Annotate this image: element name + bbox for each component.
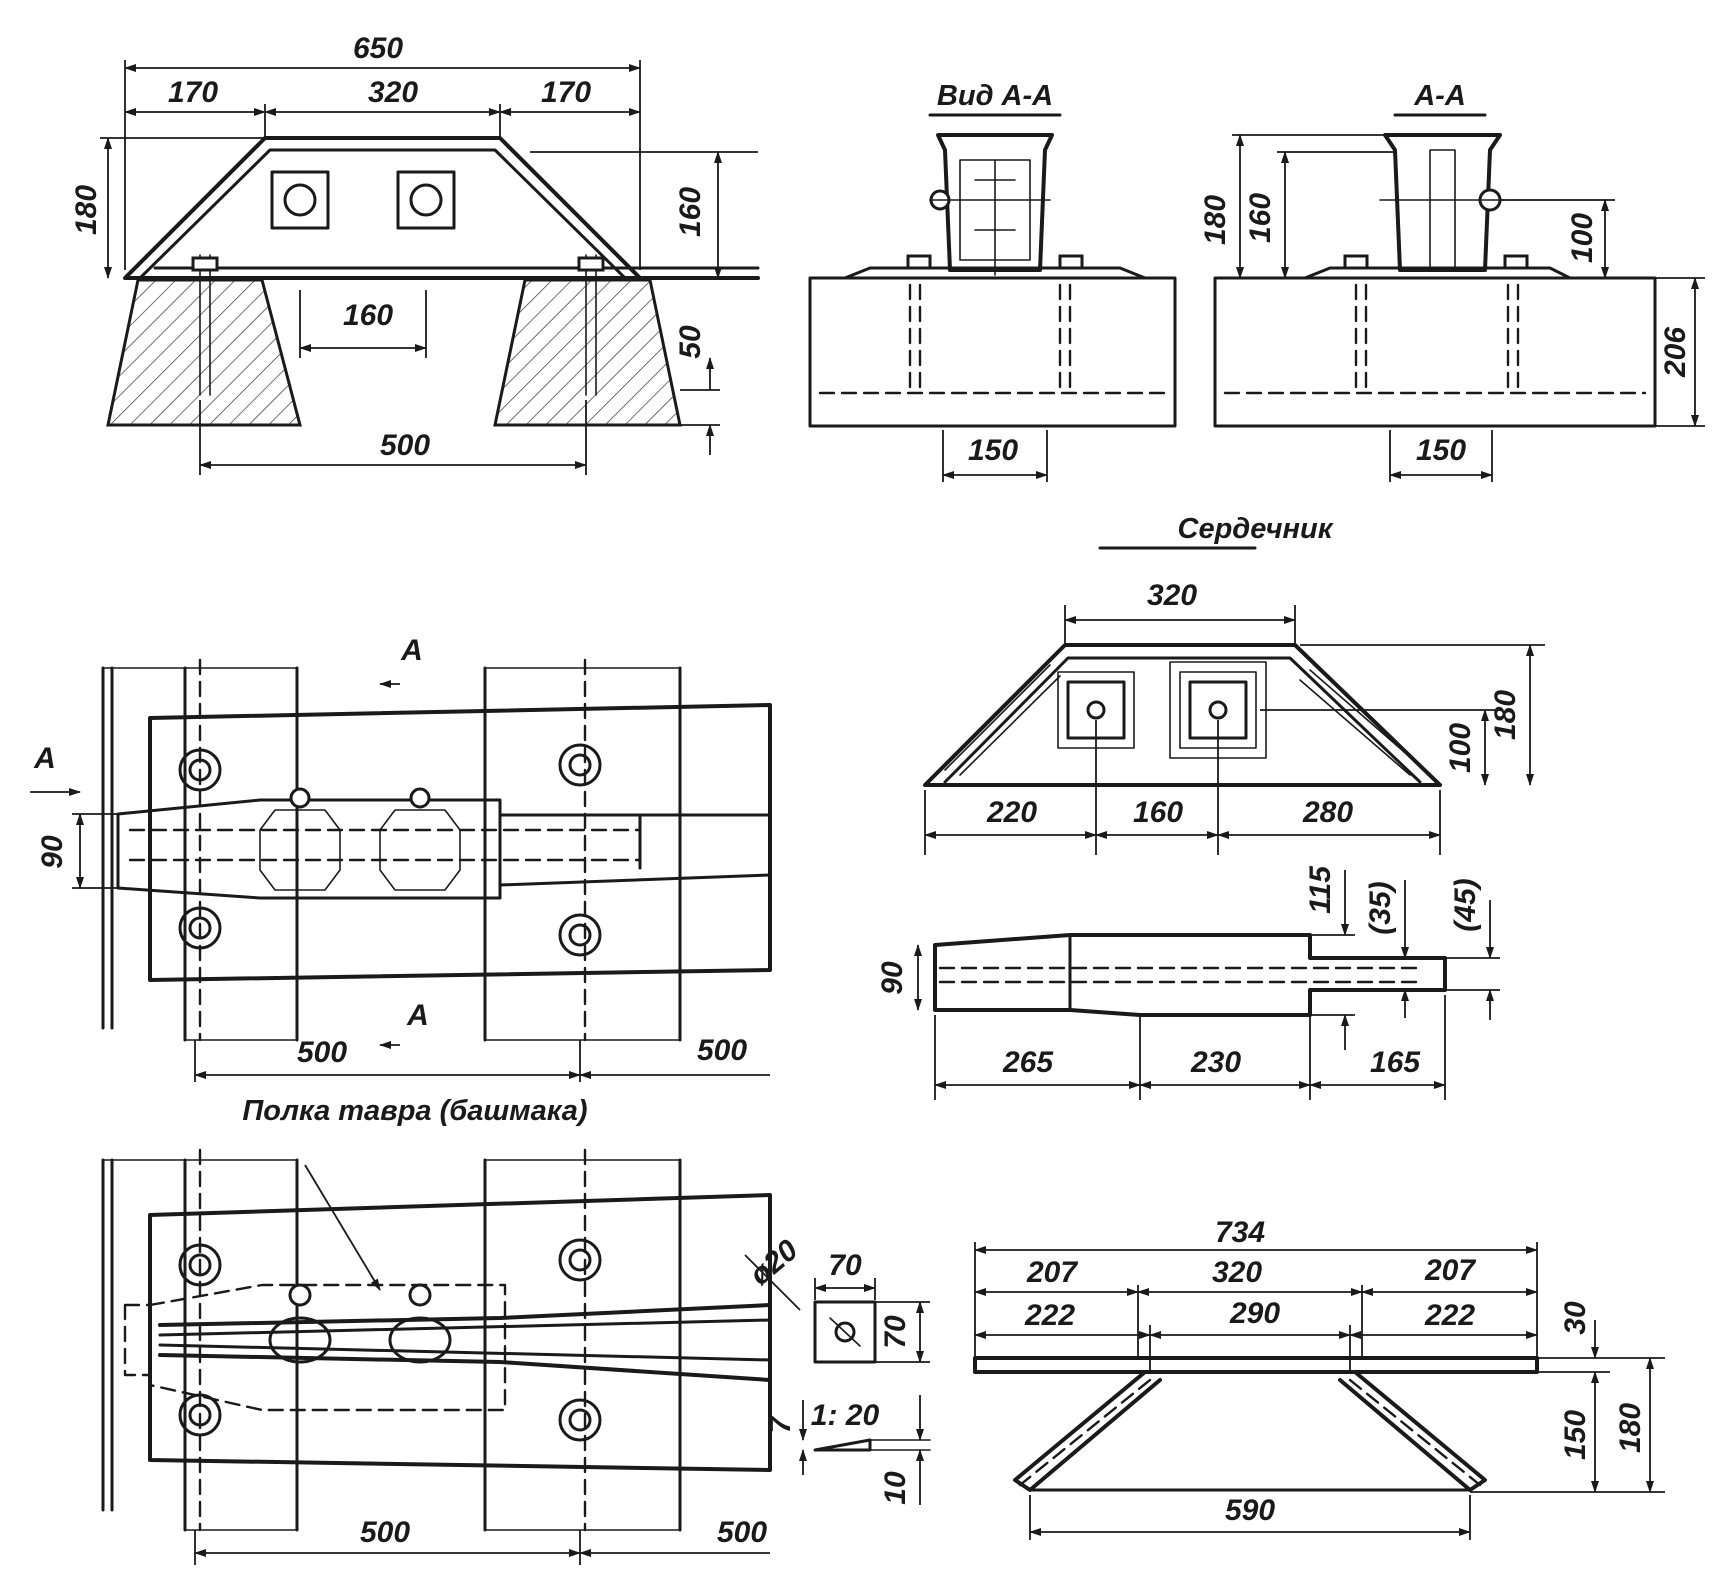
dim-core-45: (45): [1449, 878, 1482, 931]
tee-flange: [973, 1356, 1539, 1374]
dim-tee-590: 590: [1225, 1494, 1275, 1527]
dim-170-left: 170: [168, 76, 218, 109]
frog-section-body: [1383, 133, 1502, 272]
dim-500-plan2-right: 500: [717, 1516, 767, 1549]
dim-tee-222-right: 222: [1424, 1299, 1475, 1332]
dim-core-115: 115: [1304, 865, 1337, 914]
frog-body: [936, 133, 1054, 272]
dim-core-100: 100: [1444, 723, 1477, 773]
bolt-hole-right: [409, 183, 443, 217]
dim-core-35: (35): [1364, 881, 1397, 934]
tee-leg-left: [1013, 1370, 1162, 1492]
frog-inner-line: [138, 148, 627, 280]
section-a-left: А: [33, 742, 56, 775]
dim-tee-207-right: 207: [1424, 1254, 1476, 1287]
sleeper-block-section: [1213, 276, 1657, 428]
sleeper-right: [493, 278, 682, 427]
tee-flange-title: Полка тавра (башмака): [242, 1095, 587, 1127]
dim-320: 320: [368, 76, 418, 109]
dim-90-plan: 90: [36, 835, 69, 869]
dim-160-sec: 160: [1244, 193, 1277, 243]
dim-500-plan-left: 500: [297, 1036, 347, 1069]
dim-tee-320: 320: [1212, 1256, 1262, 1289]
section-a-bottom: А: [406, 999, 429, 1032]
dim-tee-180: 180: [1614, 1403, 1647, 1453]
dim-500: 500: [380, 429, 430, 462]
dim-tee-734: 734: [1215, 1216, 1265, 1249]
dim-plate-70-h: 70: [879, 1315, 912, 1349]
plate-detail: 70 70 1: 20 7 10: [764, 1249, 931, 1505]
bolt-square-left: [270, 170, 330, 230]
base-plate-plan-2: [148, 1193, 772, 1472]
dim-150-sec: 150: [1416, 434, 1466, 467]
dim-206: 206: [1659, 327, 1692, 378]
view-aa: Вид А-А 150: [808, 80, 1177, 482]
dim-650: 650: [353, 32, 403, 65]
dim-core-180: 180: [1489, 690, 1522, 740]
bolt-hole-left: [283, 183, 317, 217]
view-aa-title: Вид А-А: [937, 80, 1053, 112]
nut-left: [191, 256, 219, 272]
dim-core-plan-90: 90: [876, 961, 909, 995]
frog-plan-view: А А А 90 500 500: [30, 634, 772, 1082]
dim-core-230: 230: [1190, 1046, 1241, 1079]
dim-core-280: 280: [1302, 796, 1353, 829]
section-aa: А-А 180 160 100 206 150: [1199, 80, 1705, 482]
dim-500-plan2-left: 500: [360, 1516, 410, 1549]
dim-tee-207-left: 207: [1026, 1256, 1078, 1289]
dim-100-sec: 100: [1566, 213, 1599, 263]
dim-180: 180: [70, 185, 103, 235]
dim-plate-70-w: 70: [828, 1249, 862, 1282]
core-plan: 90 115 (35) (45) 265 230 165: [876, 865, 1500, 1100]
dim-tee-290: 290: [1229, 1297, 1280, 1330]
sleeper-block: [808, 276, 1177, 428]
dim-150-view: 150: [968, 434, 1018, 467]
core-elevation: Сердечник 320 180 100 220 160 280: [923, 513, 1545, 855]
sleeper-left: [106, 278, 302, 427]
core-title: Сердечник: [1178, 513, 1334, 545]
section-a-top: А: [400, 634, 423, 667]
dim-tee-150: 150: [1559, 1410, 1592, 1460]
dim-160: 160: [674, 187, 707, 237]
square-plate: [813, 1300, 877, 1364]
section-aa-title: А-А: [1413, 80, 1466, 112]
dim-tee-222-left: 222: [1024, 1299, 1075, 1332]
frog-elevation-view: 650 170 320 170 180 160 160 50 500: [70, 32, 760, 475]
dim-core-160: 160: [1133, 796, 1183, 829]
dim-core-265: 265: [1002, 1046, 1054, 1079]
nut-right: [577, 256, 605, 272]
dim-wedge-7: 7: [764, 1415, 797, 1433]
dim-core-320: 320: [1147, 579, 1197, 612]
wedge: [813, 1438, 872, 1452]
dim-tee-30: 30: [1559, 1301, 1592, 1335]
dim-core-220: 220: [986, 796, 1037, 829]
dim-180-sec: 180: [1199, 195, 1232, 245]
base-plate-plan: [148, 703, 772, 982]
core-plan: [116, 798, 502, 900]
dim-core-165: 165: [1370, 1046, 1421, 1079]
dim-500-plan-right: 500: [697, 1034, 747, 1067]
bolt-square-right: [396, 170, 456, 230]
dim-160-bolts: 160: [343, 299, 393, 332]
dim-50: 50: [674, 325, 707, 359]
core-plan-outline: [933, 933, 1447, 1017]
slope-1-20: 1: 20: [811, 1399, 880, 1432]
tee-leg-right: [1338, 1370, 1487, 1492]
dim-diam-20: ø20: [743, 1233, 804, 1292]
tee-flange-plan: Полка тавра (башмака) 500 500: [101, 1095, 805, 1565]
dim-wedge-10: 10: [879, 1471, 912, 1505]
tee-elevation: 734 207 320 207 222 290 222 30 150 180 5…: [973, 1216, 1665, 1540]
dim-170-right: 170: [541, 76, 591, 109]
